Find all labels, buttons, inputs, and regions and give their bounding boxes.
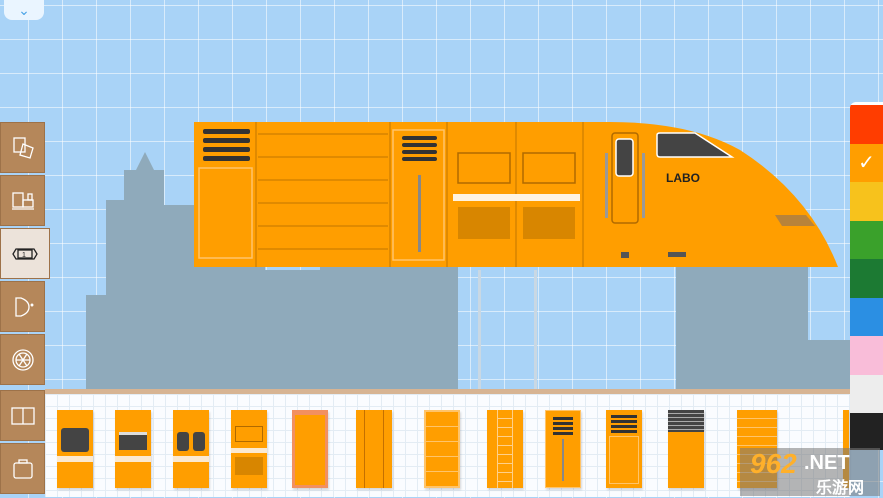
train-car[interactable]: LABO	[194, 122, 838, 267]
color-swatch-yellow[interactable]	[850, 182, 883, 221]
sidebar-item-car-body[interactable]: 1	[0, 228, 50, 279]
color-swatch-black[interactable]	[850, 413, 883, 450]
watermark: 962 .NET 乐游网	[740, 448, 880, 497]
sidebar-item-wheels[interactable]	[0, 334, 45, 385]
color-palette: ✓	[850, 102, 883, 450]
watermark-suffix: .NET	[804, 452, 850, 474]
part-window-large[interactable]	[57, 410, 93, 488]
car-body-icon: 1	[12, 247, 38, 260]
sidebar-item-windows[interactable]	[0, 390, 45, 441]
wheel-icon	[11, 348, 34, 371]
sidebar-item-front[interactable]	[0, 281, 45, 332]
watermark-cn: 乐游网	[816, 480, 865, 497]
car-number: 1	[22, 252, 26, 259]
part-panel-frame[interactable]	[292, 410, 328, 488]
parts-tray[interactable]	[45, 389, 850, 497]
door-icon	[12, 458, 33, 479]
color-swatch-dark-green[interactable]	[850, 259, 883, 298]
color-swatch-blue[interactable]	[850, 297, 883, 336]
chevron-down-icon: ⌄	[18, 1, 30, 18]
part-vent-panel[interactable]	[606, 410, 642, 488]
part-panel-lines[interactable]	[356, 410, 392, 488]
part-vent-dark[interactable]	[668, 410, 704, 488]
color-swatch-pink[interactable]	[850, 336, 883, 375]
part-panel-segments[interactable]	[424, 410, 460, 488]
sidebar-item-doors[interactable]	[0, 443, 45, 494]
part-window-bar[interactable]	[115, 410, 151, 488]
watermark-number: 962	[750, 448, 797, 479]
part-grille[interactable]	[231, 410, 267, 488]
part-window-double[interactable]	[173, 410, 209, 488]
checkmark-icon: ✓	[858, 152, 875, 175]
sidebar-item-engine[interactable]	[0, 175, 45, 226]
color-swatch-red[interactable]	[850, 105, 883, 144]
sticker-icon	[12, 136, 34, 159]
train-logo: LABO	[666, 171, 700, 185]
part-ladder[interactable]	[487, 410, 523, 488]
window-icon	[10, 406, 35, 425]
color-swatch-green[interactable]	[850, 220, 883, 259]
city-skyline	[86, 152, 853, 390]
sidebar-item-stickers[interactable]	[0, 122, 45, 173]
front-nose-icon	[14, 296, 33, 317]
collapse-toggle-button[interactable]: ⌄	[4, 0, 44, 20]
color-swatch-light-gray[interactable]	[850, 374, 883, 413]
color-swatch-orange[interactable]: ✓	[850, 143, 883, 182]
engine-icon	[11, 191, 34, 210]
part-vent-door[interactable]	[545, 410, 581, 488]
